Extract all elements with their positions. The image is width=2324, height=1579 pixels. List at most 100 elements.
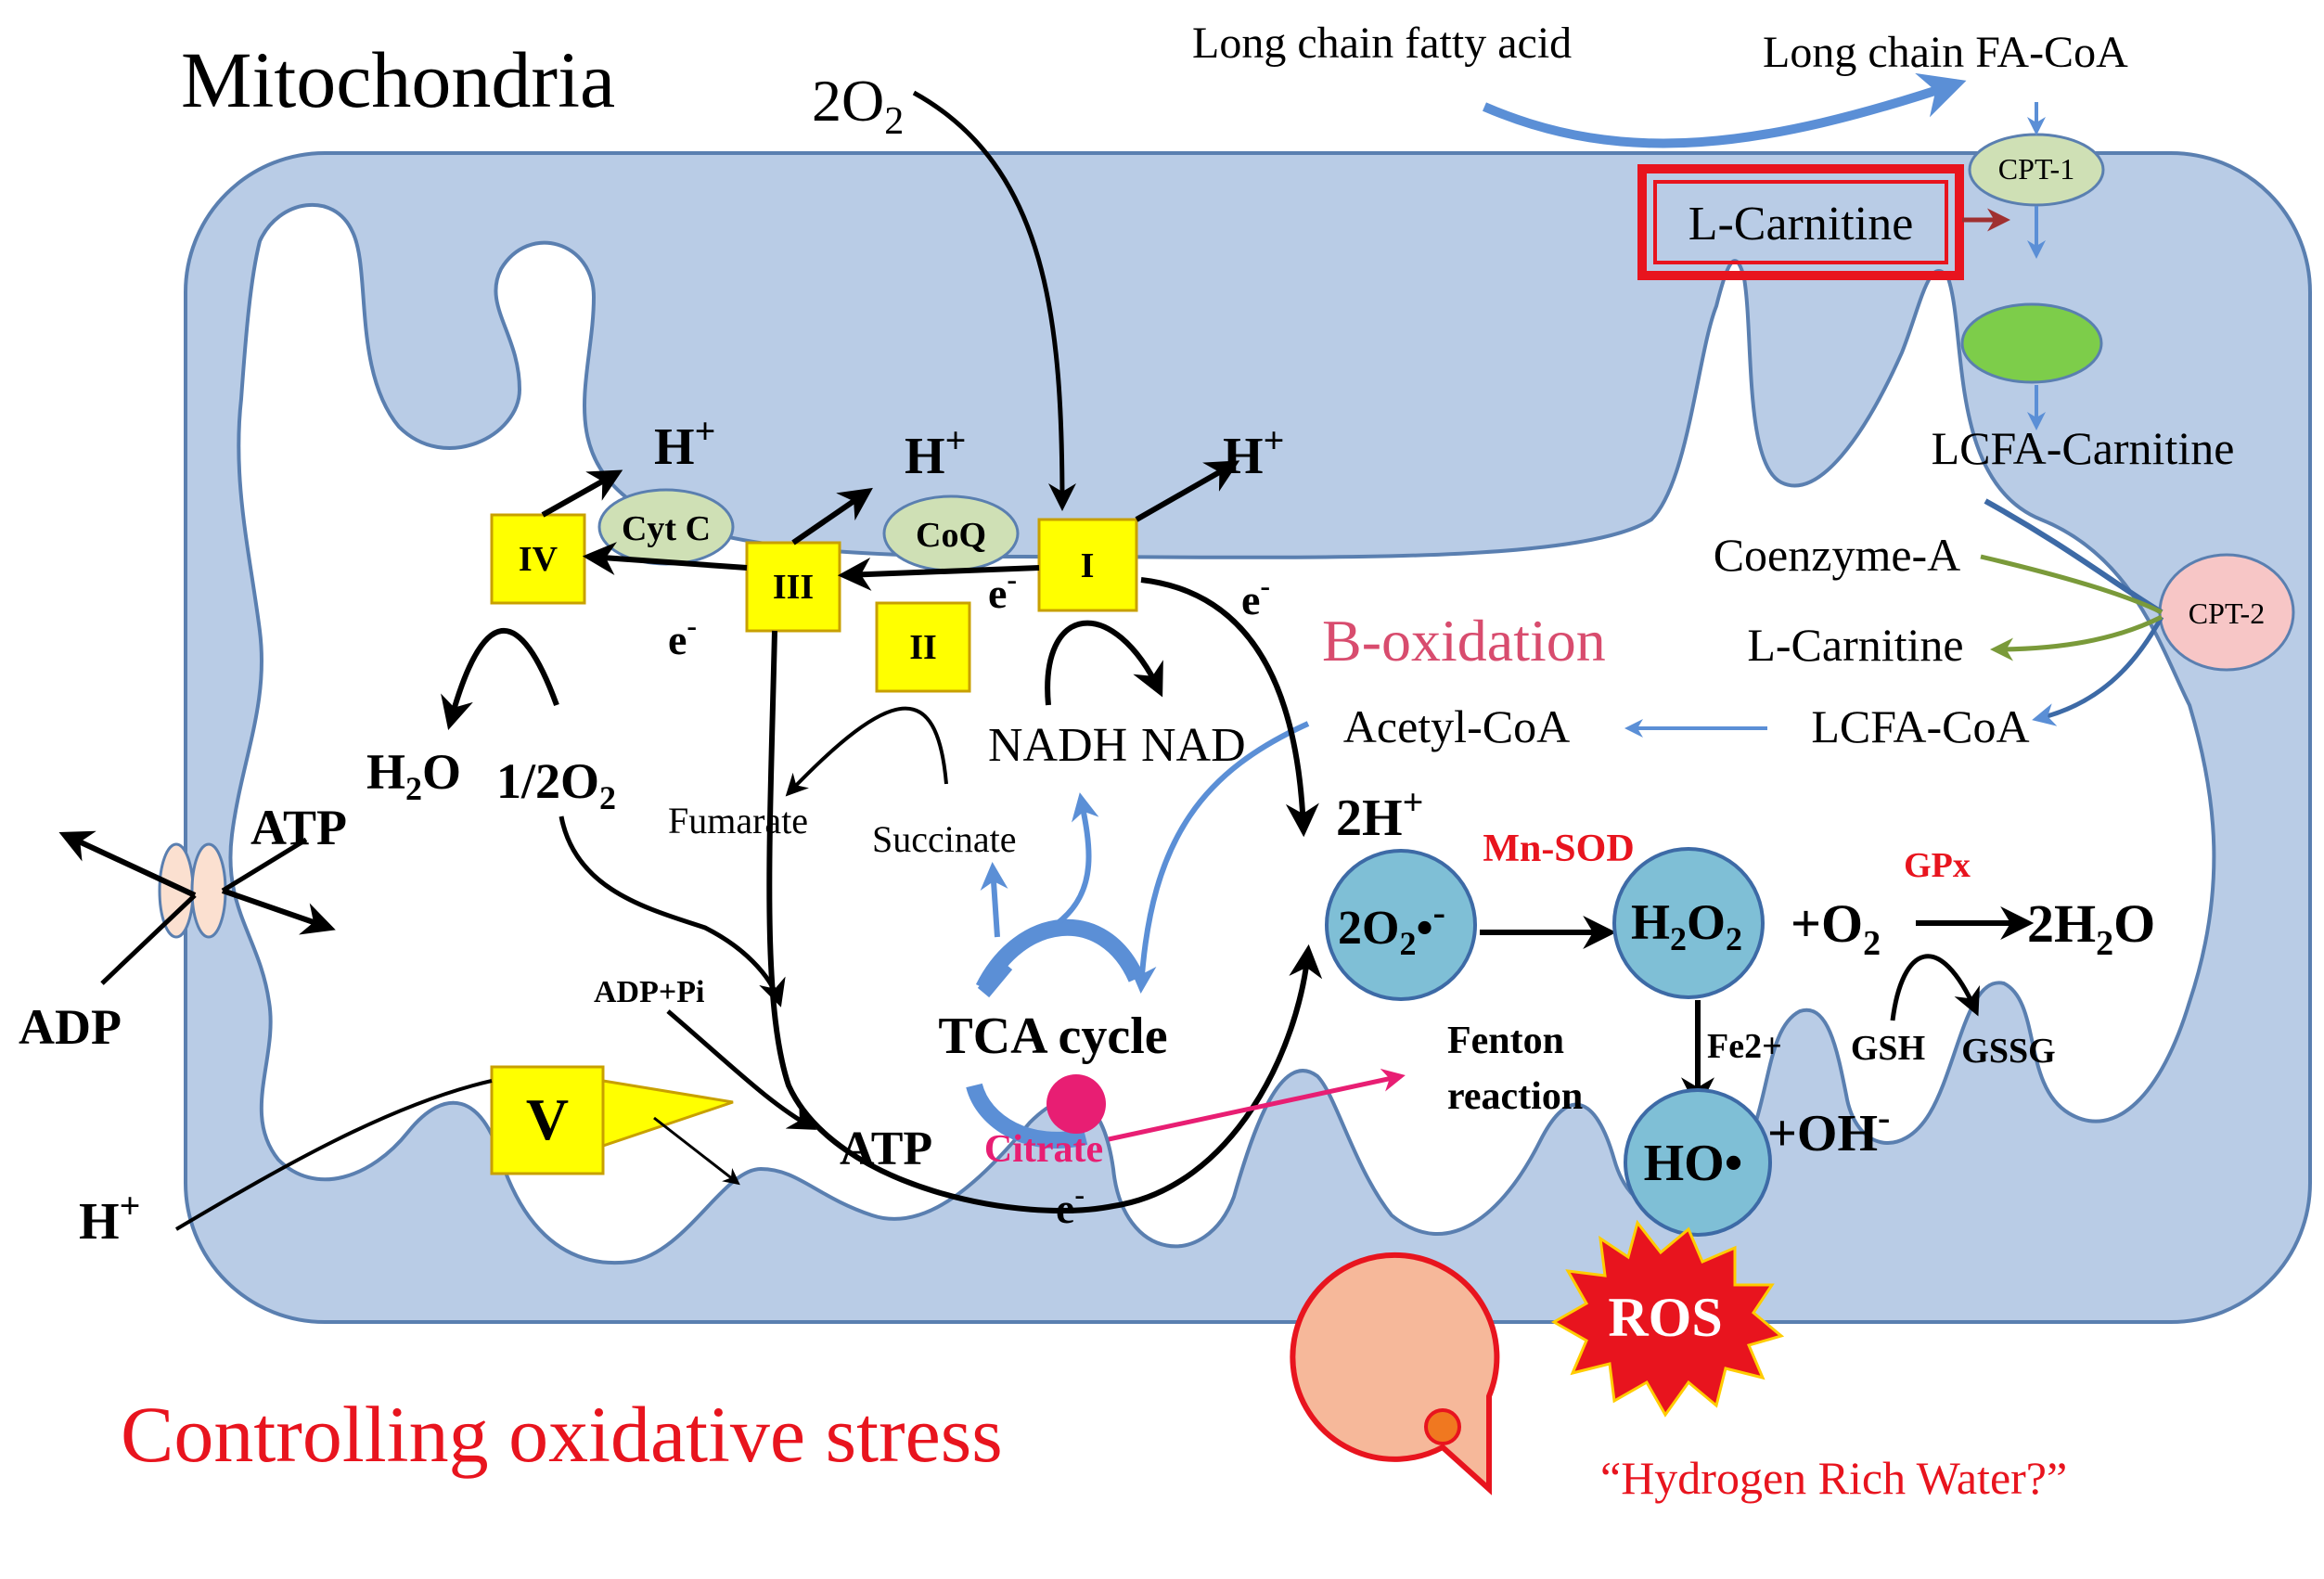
o2-input-label: 2O2	[812, 68, 904, 143]
hplus-into-complex5-line	[174, 1079, 493, 1231]
citrate-dot	[1046, 1074, 1106, 1134]
complex-1-label: I	[1081, 546, 1095, 585]
atp-out-left-arrow	[58, 830, 197, 898]
footer-caption: Controlling oxidative stress	[121, 1390, 1003, 1479]
h2o2-label: H2O2	[1631, 894, 1742, 957]
adp-pi-to-atp-arrow	[666, 1009, 817, 1130]
oxygen-reduction-curve	[441, 628, 559, 730]
fenton-label-line1: Fenton	[1447, 1020, 1564, 1062]
electron-arrow-3-to-4	[582, 542, 748, 575]
hydroxyl-bubble	[1624, 1088, 1772, 1237]
hydrogen-rich-water-eye	[1424, 1408, 1461, 1445]
half-o2-label: 1/2O2	[496, 753, 616, 816]
hydrogen-rich-water-label: “Hydrogen Rich Water?”	[1600, 1452, 2067, 1504]
tca-to-succinate-arrow	[980, 862, 1008, 938]
atp-upper-line	[221, 837, 308, 893]
l-carnitine-2-arrow	[1990, 614, 2164, 661]
succinate-to-fumarate-arrow	[785, 706, 948, 797]
translocator-right	[190, 842, 227, 939]
electron-label-3: e-	[1241, 569, 1270, 623]
complex-2-box	[875, 601, 971, 693]
gsh-to-gssg-arrow	[1890, 954, 1980, 1021]
cyt-c-label: Cyt C	[622, 509, 711, 548]
coq-label: CoQ	[916, 516, 986, 555]
electron-label-1: e-	[668, 609, 697, 663]
complex-4-label: IV	[519, 540, 559, 579]
l-carnitine-2-label: L-Carnitine	[1747, 619, 1963, 671]
complex-5-box	[490, 1065, 605, 1175]
complex-5-label: V	[526, 1086, 569, 1152]
fe2-label: Fe2+	[1707, 1027, 1782, 1066]
gpx-label: GPx	[1904, 846, 1971, 885]
adp-in-line	[100, 893, 197, 985]
atp-in-right-arrow	[222, 888, 336, 935]
hplus-label-complex5: H+	[79, 1185, 140, 1251]
citrate-to-fenton-arrow	[1108, 1069, 1406, 1142]
long-chain-fatty-acid-label: Long chain fatty acid	[1192, 19, 1572, 68]
hplus-label-2: H+	[905, 419, 966, 485]
proton-arrow-4	[541, 469, 623, 518]
atp-label-bottom: ATP	[840, 1123, 932, 1175]
ros-label: ROS	[1608, 1287, 1722, 1348]
adp-pi-label: ADP+Pi	[594, 975, 704, 1009]
tca-cycle-label: TCA cycle	[938, 1008, 1167, 1065]
complex5-out-arrow	[653, 1116, 740, 1186]
two-h-plus-label: 2H+	[1336, 781, 1423, 847]
nadh-to-nad-arrow	[1045, 620, 1163, 706]
fumarate-label: Fumarate	[668, 800, 808, 841]
water-label: H2O	[366, 744, 461, 807]
tca-to-nadh-arrow	[1056, 792, 1099, 926]
hplus-label-3: H+	[1223, 419, 1284, 485]
lcfa-coa-label: LCFA-CoA	[1811, 700, 2029, 752]
lcfa-carnitine-label: LCFA-Carnitine	[1932, 422, 2235, 474]
cpt2-lower-curve	[2032, 615, 2164, 726]
nadh-label: NADH	[988, 719, 1127, 772]
atp-synthase-rotor	[601, 1079, 734, 1149]
fenton-label-line2: reaction	[1447, 1075, 1583, 1118]
hydrogen-rich-water-icon	[1290, 1252, 1500, 1496]
l-carnitine-inner-box	[1653, 180, 1948, 264]
complex-3-label: III	[773, 568, 814, 607]
electron-label-2: e-	[988, 562, 1017, 617]
coenzyme-a-arrow	[1980, 554, 2164, 615]
coenzyme-a-label: Coenzyme-A	[1714, 529, 1961, 581]
l-carnitine-label: L-Carnitine	[1688, 198, 1914, 250]
translocase	[1960, 302, 2103, 384]
half-o2-to-adp-curve	[559, 815, 786, 1008]
succinate-label: Succinate	[872, 818, 1017, 860]
acetyl-coa-label: Acetyl-CoA	[1343, 700, 1570, 752]
adp-label: ADP	[19, 999, 122, 1055]
gssg-label: GSSG	[1961, 1032, 2055, 1071]
superoxide-bubble	[1325, 849, 1477, 1001]
cpt2-upper-curve	[1984, 498, 2164, 615]
citrate-label: Citrate	[984, 1128, 1103, 1171]
tca-arc-bottom	[966, 1083, 1088, 1149]
proton-arrow-3	[791, 487, 873, 546]
atp-label-left: ATP	[250, 800, 347, 855]
complex-4-box	[490, 513, 586, 605]
electron-arrow-1-to-3	[837, 557, 1040, 591]
fatty-acid-arrow	[1483, 72, 1967, 148]
cpt2-label: CPT-2	[2189, 597, 2265, 630]
nad-label: NAD	[1141, 719, 1246, 772]
mn-sod-label: Mn-SOD	[1483, 828, 1634, 870]
oh-label: +OH-	[1767, 1097, 1890, 1162]
gsh-label: GSH	[1851, 1029, 1925, 1068]
complex3-to-atp-line	[766, 630, 1323, 1213]
proton-arrow-1	[1135, 460, 1240, 522]
long-chain-fa-coa-label: Long chain FA-CoA	[1763, 28, 2128, 77]
title: Mitochondria	[181, 35, 615, 124]
complex-1-box	[1037, 518, 1138, 612]
acetyl-to-tca-arrow	[1128, 721, 1310, 994]
hplus-label-1: H+	[654, 410, 715, 476]
b-oxidation-label: B-oxidation	[1322, 608, 1606, 674]
electron-leak-arrow	[1140, 577, 1319, 838]
plus-o2-label: +O2	[1791, 893, 1881, 963]
l-carnitine-highlight-box	[1637, 164, 1964, 280]
cpt1-label: CPT-1	[1998, 152, 2074, 186]
tca-arrow-left	[977, 959, 1013, 998]
ros-burst	[1550, 1219, 1785, 1418]
complex-2-label: II	[909, 628, 937, 667]
two-h2o-label: 2H2O	[2027, 893, 2155, 963]
